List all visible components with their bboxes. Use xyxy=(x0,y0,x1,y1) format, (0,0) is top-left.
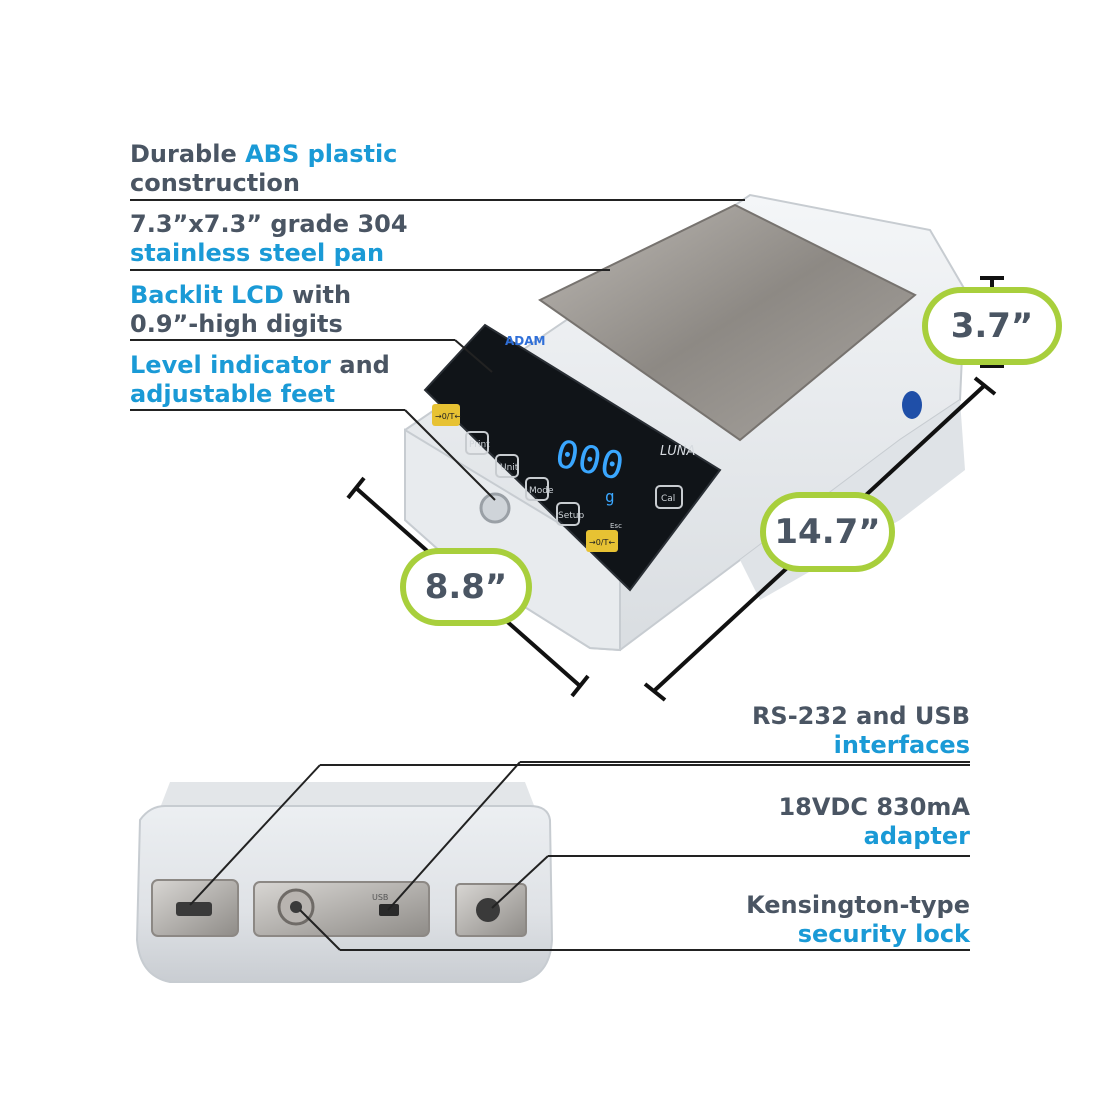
feature-highlight: stainless steel pan xyxy=(130,239,385,267)
kensington-slot xyxy=(476,898,500,922)
mode-key-label: Mode xyxy=(529,486,554,496)
feature-text: Kensington-type xyxy=(746,891,970,919)
feature-text: construction xyxy=(130,169,300,197)
level-foot xyxy=(902,391,922,419)
feature-adapter: 18VDC 830mA adapter xyxy=(778,793,970,851)
height-badge: 3.7” xyxy=(922,287,1062,365)
esc-label: Esc xyxy=(610,522,622,530)
leader-lines-upper xyxy=(130,199,745,501)
feature-highlight: ABS plastic xyxy=(245,140,398,168)
feature-steel-pan: 7.3”x7.3” grade 304 stainless steel pan xyxy=(130,210,408,268)
cal-key-label: Cal xyxy=(661,494,675,504)
feature-text: and xyxy=(331,351,390,379)
feature-level-indicator: Level indicator and adjustable feet xyxy=(130,351,390,409)
width-badge: 8.8” xyxy=(400,548,532,626)
print-key[interactable] xyxy=(465,431,489,455)
setup-key[interactable] xyxy=(556,502,580,526)
height-value: 3.7” xyxy=(950,306,1034,346)
tare-button-right[interactable] xyxy=(586,530,618,552)
feature-text: 7.3”x7.3” grade 304 xyxy=(130,210,408,238)
feature-highlight: adjustable feet xyxy=(130,380,336,408)
feature-text: Durable xyxy=(130,140,246,168)
unit-key[interactable] xyxy=(495,454,519,478)
feature-highlight: adapter xyxy=(863,822,970,850)
model-name: LUNA xyxy=(660,444,695,459)
feature-text: with xyxy=(283,281,352,309)
rs232-connector xyxy=(176,902,212,916)
tare-button-left[interactable] xyxy=(432,404,460,426)
feature-highlight: security lock xyxy=(797,920,970,948)
lcd-unit: g xyxy=(605,487,615,506)
mode-key[interactable] xyxy=(525,477,549,501)
unit-key-label: Unit xyxy=(500,463,519,473)
rear-panel xyxy=(135,782,554,983)
feature-highlight: Backlit LCD xyxy=(130,281,284,309)
feature-abs-plastic: Durable ABS plastic construction xyxy=(130,140,397,198)
setup-key-label: Setup xyxy=(558,511,584,521)
brand-logo: ADAM xyxy=(505,334,545,348)
feature-highlight: interfaces xyxy=(833,731,970,759)
usb-label: USB xyxy=(372,893,388,902)
width-value: 8.8” xyxy=(424,567,508,607)
display-panel xyxy=(423,323,722,592)
feature-highlight: Level indicator xyxy=(130,351,332,379)
feature-backlit-lcd: Backlit LCD with 0.9”-high digits xyxy=(130,281,351,339)
length-value: 14.7” xyxy=(774,512,881,552)
leader-lines-lower xyxy=(189,761,970,951)
feature-security-lock: Kensington-type security lock xyxy=(746,891,970,949)
tare-label-right: →0/T← xyxy=(589,538,615,547)
feature-text: 18VDC 830mA xyxy=(778,793,970,821)
feature-text: 0.9”-high digits xyxy=(130,310,343,338)
feature-text: RS-232 and USB xyxy=(751,702,970,730)
feature-interfaces: RS-232 and USB interfaces xyxy=(752,702,970,760)
stainless-pan xyxy=(538,203,917,442)
length-badge: 14.7” xyxy=(760,492,895,572)
tare-label-left: →0/T← xyxy=(435,412,461,421)
cal-key[interactable] xyxy=(655,485,683,509)
print-key-label: Print xyxy=(469,440,490,450)
level-indicator xyxy=(479,492,511,524)
